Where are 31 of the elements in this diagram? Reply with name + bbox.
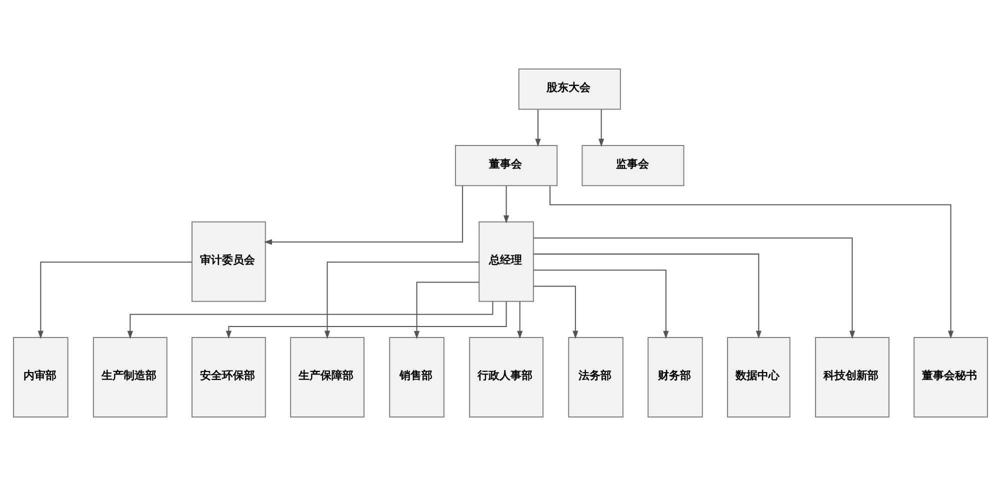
node-box: 安全环保部: [191, 336, 266, 417]
arrow: [533, 236, 855, 338]
arrow: [502, 185, 509, 223]
node-box: 审计委员会: [191, 220, 266, 302]
node-box: 股东大会: [518, 68, 620, 110]
arrow: [598, 109, 604, 146]
node-box: 生产制造部: [92, 336, 167, 417]
node-box: 财务部: [647, 336, 702, 417]
arrow: [324, 261, 479, 338]
node-box: 监事会: [581, 144, 684, 186]
arrow: [413, 281, 478, 339]
arrow: [533, 253, 762, 338]
node-box: 法务部: [568, 336, 623, 417]
node-box: 内审部: [12, 336, 68, 417]
arrow: [549, 186, 954, 338]
arrow: [533, 269, 668, 338]
node-box: 行政人事部: [468, 336, 543, 417]
node-box: 销售部: [388, 336, 444, 417]
arrow: [263, 186, 463, 244]
node-box: 总经理: [478, 220, 534, 302]
node-box: 生产保障部: [290, 336, 364, 417]
arrow: [225, 301, 506, 338]
arrow: [126, 300, 493, 338]
arrow: [534, 109, 540, 146]
node-box: 科技创新部: [814, 336, 889, 417]
node-box: 数据中心: [726, 336, 790, 417]
arrow: [516, 300, 522, 338]
node-box: 董事会: [454, 144, 558, 186]
node-box: 董事会秘书: [913, 336, 988, 417]
arrow: [533, 285, 578, 338]
arrow: [37, 261, 192, 338]
